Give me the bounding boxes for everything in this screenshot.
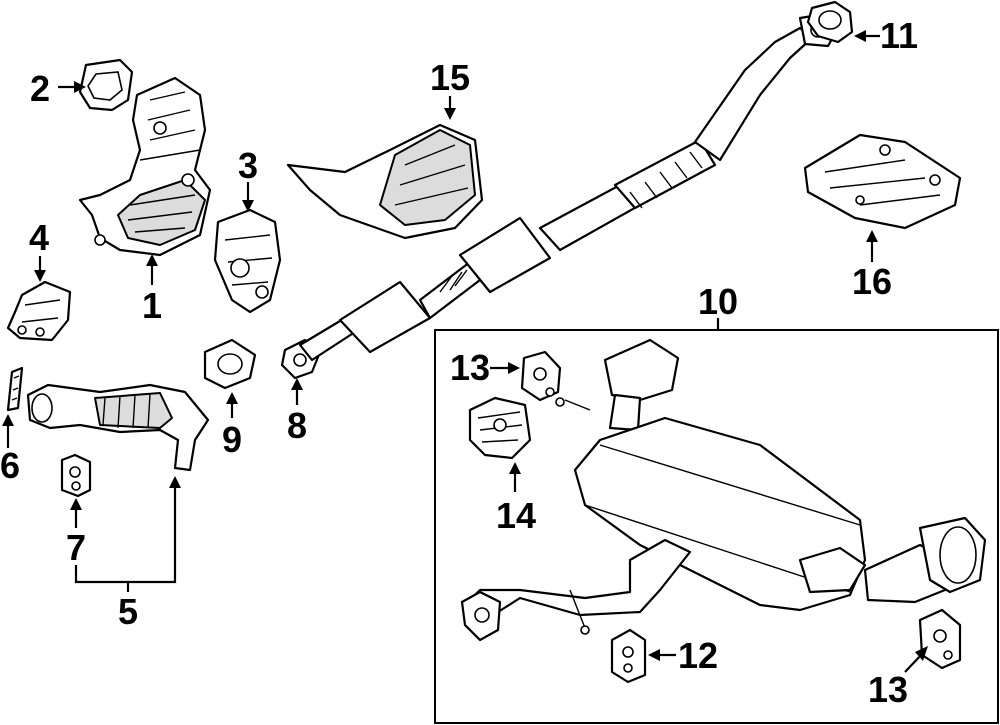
- part-16-heat-shield: [803, 133, 962, 230]
- callout-labels: 1 2 3 4 5 6 7 8 9 10 11 12 13 13 14 15 1…: [0, 15, 918, 710]
- part-15-heat-shield: [286, 123, 484, 240]
- callout-16: 16: [852, 261, 892, 302]
- part-12-hanger: [610, 628, 647, 684]
- muffler-assembly-group-box: [434, 329, 999, 724]
- part-2-gasket: [78, 58, 134, 112]
- leader-lines: [2, 30, 928, 673]
- callout-13-lower: 13: [868, 669, 908, 710]
- part-1-manifold-converter: [78, 76, 212, 257]
- part-13-hanger-upper: [520, 350, 562, 402]
- part-10-muffler-assembly: [460, 338, 987, 642]
- part-14-actuator: [468, 396, 532, 460]
- callout-1: 1: [142, 285, 162, 326]
- callout-14: 14: [496, 495, 536, 536]
- part-6-gasket: [6, 366, 24, 412]
- callout-15: 15: [430, 57, 470, 98]
- part-3-heat-shield: [213, 208, 282, 314]
- callout-7: 7: [66, 527, 86, 568]
- part-11-gasket: [806, 0, 854, 44]
- part-13-hanger-lower: [918, 608, 962, 670]
- callout-3: 3: [238, 145, 258, 186]
- part-7-hanger: [60, 453, 92, 498]
- part-5-front-pipe: [26, 383, 210, 472]
- callout-12: 12: [678, 635, 718, 676]
- callout-5: 5: [118, 591, 138, 632]
- callout-13-upper: 13: [450, 347, 490, 388]
- callout-10: 10: [698, 281, 738, 322]
- callout-9: 9: [222, 419, 242, 460]
- callout-8: 8: [287, 405, 307, 446]
- part-4-bracket: [6, 280, 72, 342]
- callout-4: 4: [29, 217, 49, 258]
- callout-6: 6: [0, 445, 20, 486]
- callout-2: 2: [30, 68, 50, 109]
- part-9-gasket: [203, 338, 257, 390]
- callout-11: 11: [880, 15, 918, 56]
